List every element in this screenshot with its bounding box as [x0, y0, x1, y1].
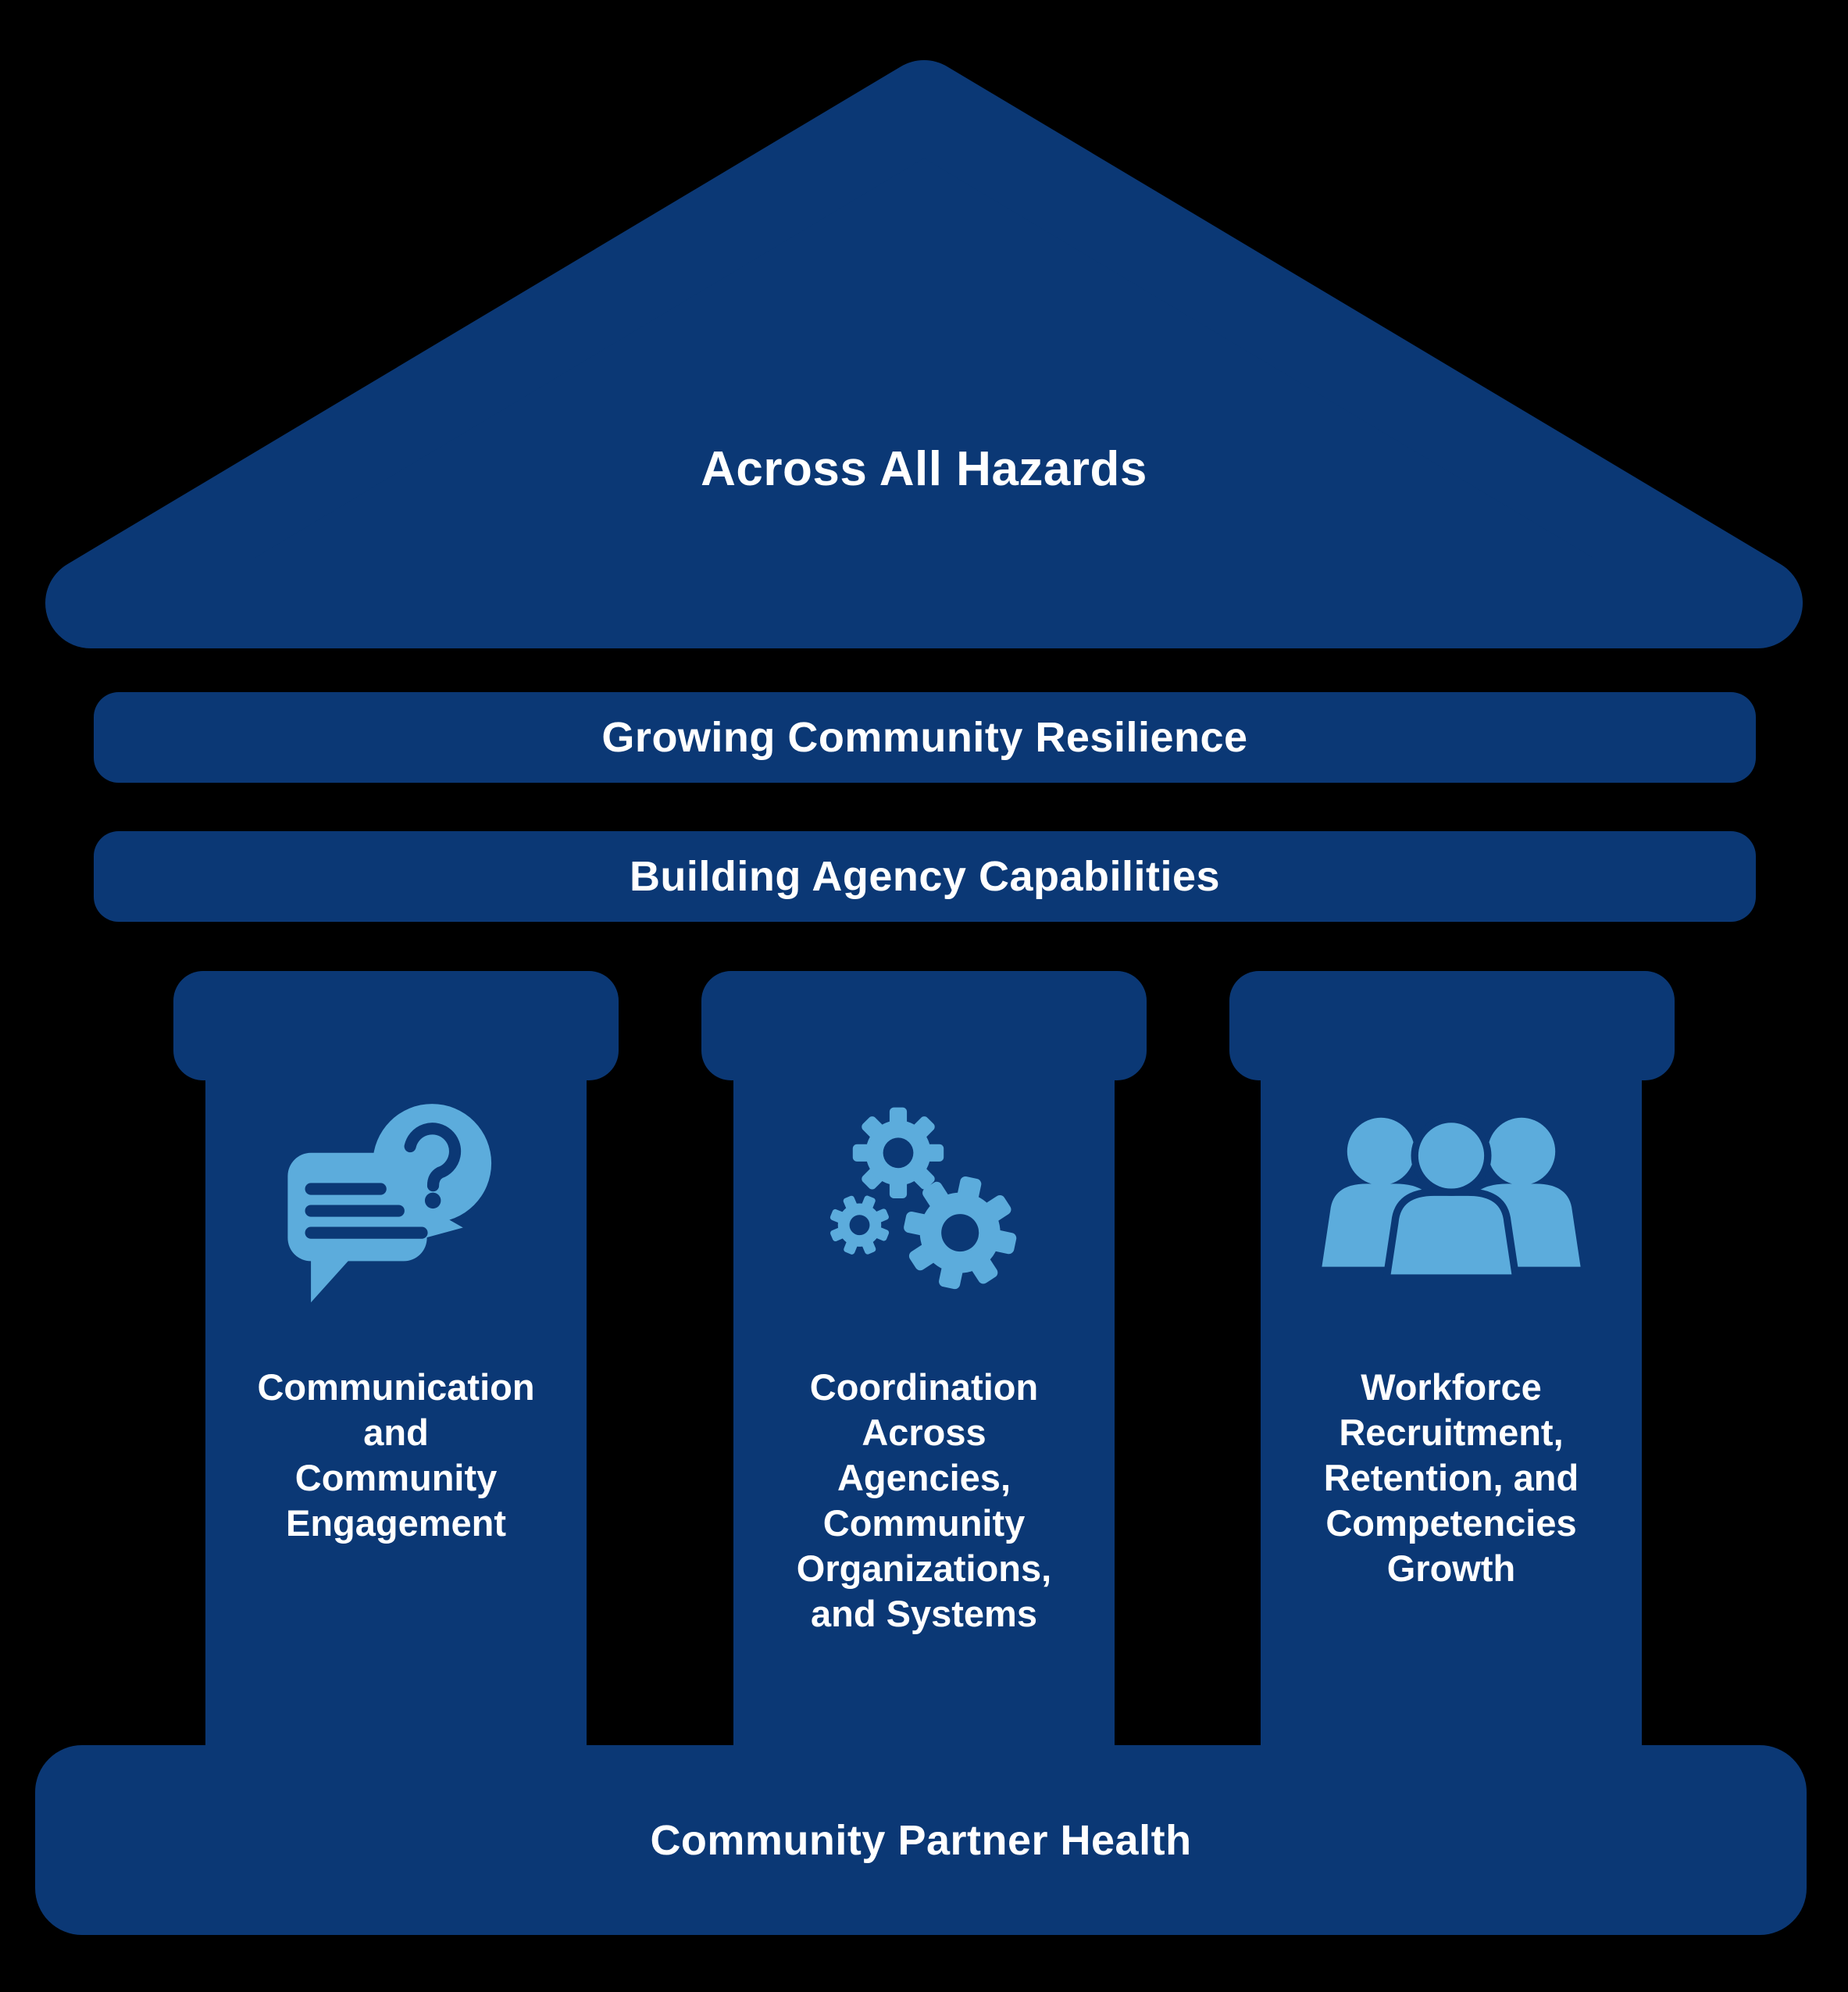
chat-question-icon: [287, 1104, 492, 1303]
roof-label: Across All Hazards: [701, 442, 1147, 496]
pillar-coordination-label: Coordination Across Agencies, Community …: [796, 1366, 1052, 1634]
beam-building-agency-capabilities: Building Agency Capabilities: [94, 831, 1756, 922]
base-label: Community Partner Health: [650, 1816, 1192, 1864]
beam-label: Growing Community Resilience: [601, 714, 1248, 761]
pillar-workforce-label: Workforce Recruitment, Retention, and Co…: [1323, 1366, 1579, 1589]
beam-label: Building Agency Capabilities: [629, 853, 1221, 900]
roof-pediment: [45, 60, 1803, 648]
beam-growing-community-resilience: Growing Community Resilience: [94, 692, 1756, 783]
base-community-partner-health: Community Partner Health: [35, 1745, 1807, 1935]
people-group-icon: [1322, 1115, 1581, 1278]
gears-icon: [819, 1107, 1027, 1300]
pillar-communication-label: Communication and Community Engagement: [257, 1366, 535, 1544]
